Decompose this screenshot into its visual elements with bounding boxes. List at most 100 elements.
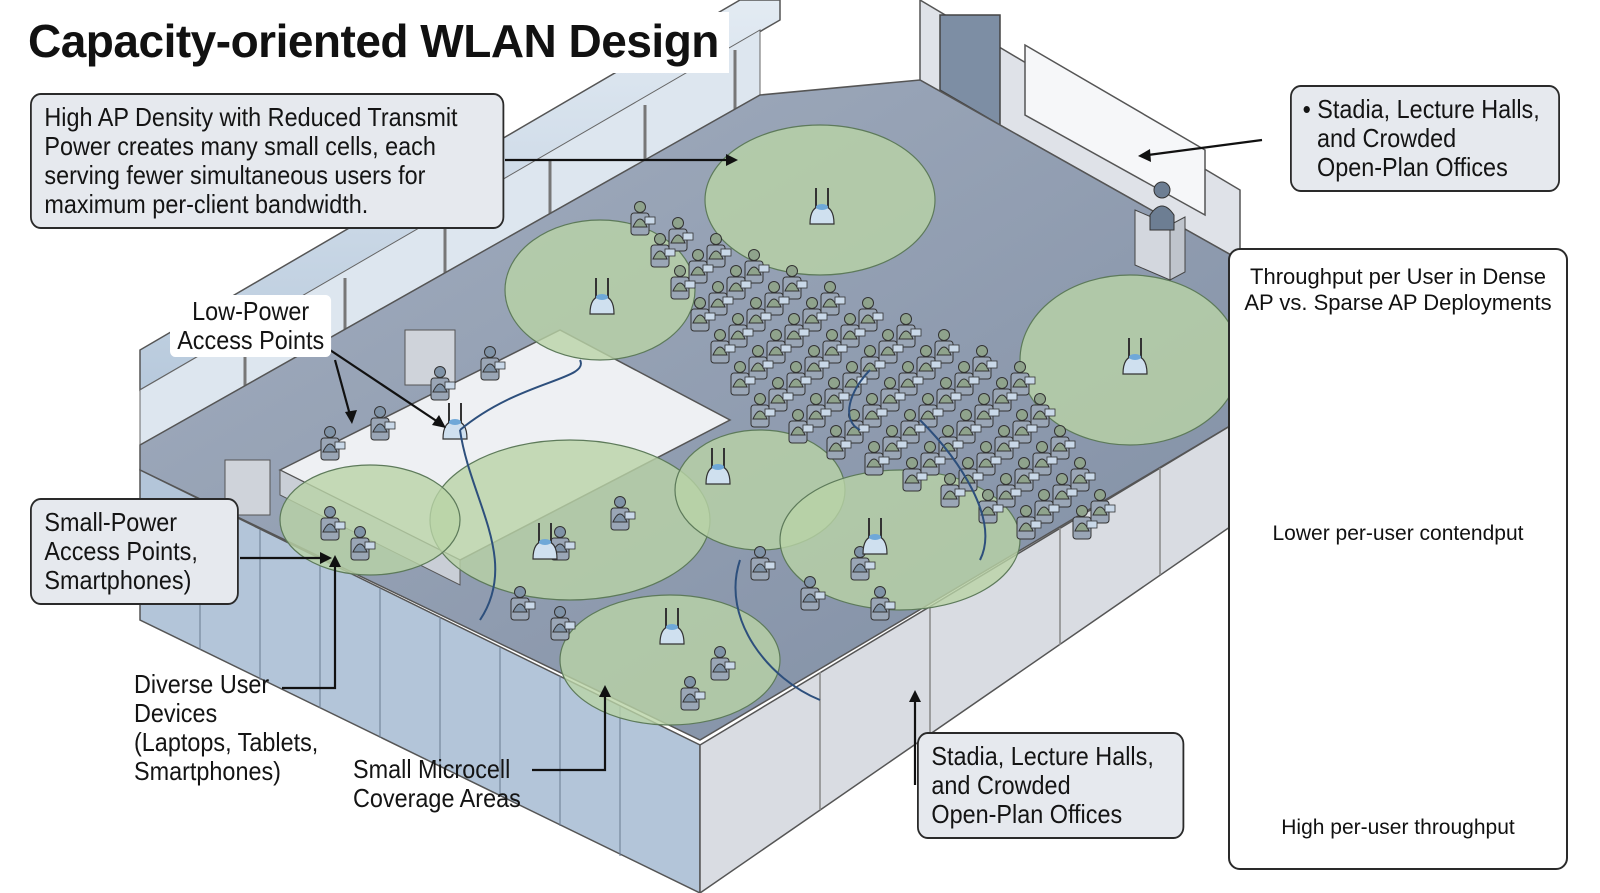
person-icon: [820, 281, 846, 316]
callout-line: • Stadia, Lecture Halls,: [1303, 95, 1546, 124]
callout-high-density: High AP Density with Reduced Transmit Po…: [30, 93, 505, 229]
coverage-cell: [559, 594, 781, 726]
person-icon: [1012, 409, 1038, 444]
page-title: Capacity-oriented WLAN Design: [28, 12, 729, 73]
person-icon: [668, 217, 694, 252]
label-line: Access Points: [177, 325, 325, 355]
coverage-cell: [279, 464, 461, 576]
person-icon: [996, 473, 1022, 508]
label-line: Diverse User: [134, 669, 270, 699]
person-icon: [864, 441, 890, 476]
person-icon: [802, 297, 828, 332]
person-icon: [1034, 489, 1060, 524]
person-icon: [972, 345, 998, 380]
person-icon: [1052, 473, 1078, 508]
person-icon: [320, 426, 346, 461]
person-icon: [550, 606, 576, 641]
podium: [1134, 181, 1186, 281]
label-low-power-aps: Low-Power Access Points: [170, 295, 332, 357]
person-icon: [934, 329, 960, 364]
person-icon: [898, 361, 924, 396]
callout-line: maximum per-client bandwidth.: [44, 189, 369, 219]
person-icon: [764, 281, 790, 316]
person-icon: [510, 586, 536, 621]
person-icon: [804, 345, 830, 380]
throughput-comparison-panel: Throughput per User in Dense AP vs. Spar…: [1228, 248, 1568, 870]
callout-line: Stadia, Lecture Halls,: [931, 741, 1154, 771]
person-icon: [920, 441, 946, 476]
person-icon: [1050, 425, 1076, 460]
person-icon: [788, 409, 814, 444]
callout-line: High AP Density with Reduced Transmit: [44, 102, 458, 132]
dense-caption: High per-user throughput: [1281, 816, 1515, 839]
person-icon: [728, 313, 754, 348]
coverage-cells: [279, 124, 1241, 726]
person-icon: [630, 201, 656, 236]
person-icon: [768, 377, 794, 412]
person-icon: [936, 377, 962, 412]
person-icon: [744, 249, 770, 284]
person-icon: [896, 313, 922, 348]
coverage-cell: [704, 124, 936, 276]
person-icon: [918, 393, 944, 428]
person-icon: [1070, 457, 1096, 492]
person-icon: [878, 329, 904, 364]
label-line: Small Microcell: [353, 754, 511, 784]
cables: [459, 359, 987, 701]
person-icon: [858, 297, 884, 332]
callout-arrows: [240, 138, 1263, 785]
person-icon: [1072, 505, 1098, 540]
person-icon: [766, 329, 792, 364]
person-icon: [938, 425, 964, 460]
person-icon: [1030, 393, 1056, 428]
person-icon: [480, 346, 506, 381]
callout-venues-bottom: Stadia, Lecture Halls, and Crowded Open-…: [917, 732, 1185, 839]
coverage-cell: [779, 469, 1021, 611]
arrow-heads: [320, 149, 1151, 702]
person-icon: [1016, 505, 1042, 540]
access-point-icon: [705, 448, 731, 485]
person-icon: [862, 393, 888, 428]
access-point-icon: [532, 523, 558, 560]
callout-line: Open-Plan Offices: [1317, 152, 1508, 182]
person-icon: [870, 586, 896, 621]
person-icon: [746, 297, 772, 332]
person-icon: [370, 406, 396, 441]
callout-line: Open-Plan Offices: [931, 799, 1123, 829]
label-line: Devices: [134, 698, 218, 728]
person-icon: [708, 281, 734, 316]
coverage-cell: [429, 439, 711, 601]
person-icon: [800, 576, 826, 611]
person-icon: [750, 546, 776, 581]
person-icon: [350, 526, 376, 561]
person-icon: [710, 329, 736, 364]
access-points: [442, 188, 1148, 645]
callout-line: Access Points,: [44, 536, 198, 566]
person-icon: [680, 676, 706, 711]
label-diverse-devices: Diverse User Devices (Laptops, Tablets, …: [134, 670, 318, 786]
person-icon: [940, 473, 966, 508]
label-line: (Laptops, Tablets,: [134, 727, 319, 757]
person-icon: [1090, 489, 1116, 524]
person-icon: [806, 393, 832, 428]
projection-screen: [1024, 43, 1206, 217]
callout-small-power: Small-Power Access Points, Smartphones): [30, 498, 239, 605]
person-icon: [1014, 457, 1040, 492]
person-icon: [844, 409, 870, 444]
inset-title: Throughput per User in Dense AP vs. Spar…: [1230, 264, 1566, 316]
label-line: Low-Power: [192, 296, 310, 326]
inset-title-line: AP vs. Sparse AP Deployments: [1244, 290, 1552, 315]
access-point-icon: [659, 608, 685, 645]
person-icon: [994, 425, 1020, 460]
person-icon: [650, 233, 676, 268]
person-icon: [748, 345, 774, 380]
audience: [320, 201, 1116, 711]
callout-text: Stadia, Lecture Halls,: [1317, 94, 1540, 124]
sparse-caption: Lower per-user contendput: [1272, 522, 1524, 545]
access-point-icon: [1122, 338, 1148, 375]
label-microcell: Small Microcell Coverage Areas: [353, 755, 521, 813]
callout-venues-top: • Stadia, Lecture Halls, and Crowded Ope…: [1290, 85, 1560, 192]
person-icon: [992, 377, 1018, 412]
coverage-cell: [504, 219, 696, 361]
person-icon: [902, 457, 928, 492]
